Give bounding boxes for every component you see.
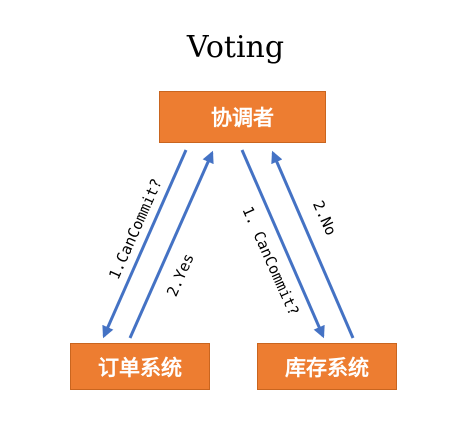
order-system-label: 订单系统 — [98, 355, 182, 380]
diagram-title: Voting — [186, 30, 285, 65]
coordinator-node: 协调者 — [159, 91, 326, 143]
label-stock-to-coord: 2.No — [309, 198, 340, 238]
arrow-order-to-coord — [128, 150, 214, 339]
arrow-stock-to-coord — [271, 150, 355, 339]
label-order-to-coord: 2.Yes — [163, 251, 198, 300]
label-coord-to-stock: 1. CanCommit? — [238, 204, 302, 319]
order-system-node: 订单系统 — [70, 343, 210, 390]
arrow-coord-to-order — [102, 149, 188, 339]
arrow-coord-to-stock — [240, 149, 325, 339]
stock-system-node: 库存系统 — [257, 343, 397, 390]
coordinator-label: 协调者 — [211, 106, 274, 130]
stock-system-label: 库存系统 — [285, 355, 369, 380]
